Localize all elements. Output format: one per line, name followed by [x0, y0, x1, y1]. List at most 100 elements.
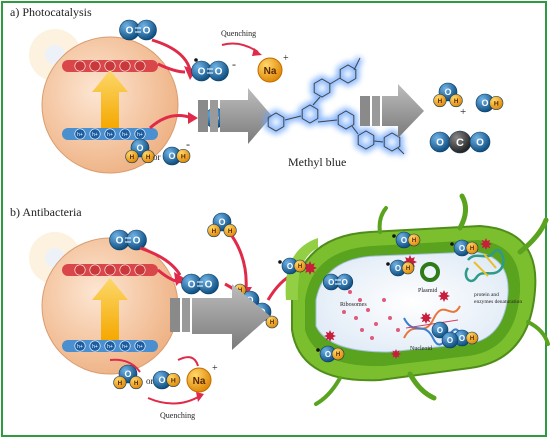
svg-text:O: O	[328, 278, 334, 287]
oxygen-atom: O	[336, 273, 354, 291]
oxygen-atom: O	[429, 131, 451, 153]
oxygen-atom: O	[469, 131, 491, 153]
svg-text:H: H	[181, 153, 186, 160]
hydrogen-atom: H	[489, 95, 504, 111]
radical-dot	[316, 348, 320, 352]
svg-text:O: O	[395, 264, 401, 273]
hydrogen-atom: H	[465, 331, 479, 345]
methyl-blue-molecule	[264, 56, 407, 157]
hydrogen-atom: H	[141, 149, 155, 164]
radical-dot	[450, 242, 454, 246]
svg-text:H: H	[134, 380, 139, 387]
hydrogen-atom: H	[433, 93, 447, 108]
svg-text:O: O	[143, 26, 151, 37]
svg-text:H: H	[412, 238, 416, 244]
svg-text:O: O	[188, 280, 196, 291]
red-arrow-icon	[157, 268, 183, 284]
or-label-a: or	[153, 152, 161, 162]
radical-dot	[392, 234, 396, 238]
svg-text:H: H	[270, 320, 274, 326]
svg-text:O: O	[126, 26, 134, 37]
svg-text:O: O	[198, 67, 206, 78]
svg-text:O: O	[205, 280, 213, 291]
svg-text:H: H	[470, 246, 474, 252]
hole-dots-a: h+h+h+h+h+	[74, 128, 146, 140]
svg-text:H: H	[228, 228, 233, 235]
hydrogen-atom: H	[449, 93, 463, 108]
oxygen-atom: O	[126, 229, 147, 251]
svg-text:h+: h+	[122, 344, 128, 350]
plasmid-ring-icon	[420, 262, 440, 282]
hydrogen-atom: H	[465, 241, 479, 255]
svg-text:h+: h+	[137, 344, 143, 350]
hydrogen-atom: H	[113, 375, 127, 390]
red-arrow-icon	[230, 235, 248, 291]
hole-dots-b: h+h+h+h+h+	[74, 340, 146, 352]
svg-text:O: O	[481, 98, 488, 108]
carbon-atom: C	[448, 130, 472, 154]
red-arrow-icon	[157, 62, 186, 74]
hydrogen-atom: H	[166, 372, 181, 388]
svg-text:O: O	[476, 138, 484, 149]
gray-arrow-icon	[360, 84, 424, 138]
hydrogen-atom: H	[401, 261, 415, 275]
hydroxide-charge: -	[186, 137, 190, 151]
quenching-arrow-icon	[147, 395, 201, 405]
svg-text:O: O	[116, 236, 124, 247]
svg-text:H: H	[336, 352, 340, 358]
dye-label: Methyl blue	[288, 155, 346, 169]
arrow-head-icon	[188, 112, 198, 124]
hydrogen-atom: H	[176, 148, 191, 164]
or-label-b: or	[146, 376, 154, 386]
oxygen-atom: O	[136, 19, 157, 41]
svg-text:O: O	[133, 236, 141, 247]
hydrogen-atom: H	[207, 223, 221, 238]
protein-structure-icon	[464, 248, 505, 283]
svg-text:O: O	[124, 369, 131, 379]
hydrogen-atom: H	[407, 233, 421, 247]
panel-a-label: a) Photocatalysis	[10, 5, 92, 19]
sodium-charge: +	[283, 53, 289, 64]
svg-text:H: H	[438, 98, 443, 105]
svg-text:H: H	[298, 264, 302, 270]
svg-text:H: H	[454, 98, 459, 105]
svg-text:h+: h+	[122, 132, 128, 138]
quenching-arrow-icon	[221, 42, 259, 53]
electron-dots-b	[74, 264, 146, 276]
red-arrow-icon	[151, 38, 192, 71]
superoxide-charge: -	[232, 57, 236, 71]
sodium-symbol: Na	[264, 66, 277, 77]
svg-text:O: O	[444, 87, 451, 97]
svg-text:H: H	[406, 266, 410, 272]
sodium-ion-a: Na +	[257, 53, 289, 83]
radical-dot	[194, 58, 198, 62]
svg-text:h+: h+	[137, 132, 143, 138]
sodium-charge: +	[212, 363, 218, 374]
oxygen-atom: O	[441, 331, 459, 349]
sodium-symbol: Na	[193, 376, 206, 387]
quenching-label-a: Quenching	[221, 29, 256, 38]
oxygen-atom: O	[475, 93, 495, 113]
excitation-arrow-icon	[92, 278, 128, 340]
svg-text:H: H	[171, 377, 176, 384]
arrow-head-icon	[196, 392, 204, 402]
svg-text:O: O	[215, 67, 223, 78]
svg-text:O: O	[436, 138, 444, 149]
photocatalyst-particle-b	[41, 237, 179, 375]
hydrogen-atom: H	[293, 259, 307, 273]
plasmid-label: Plasmid	[418, 288, 437, 294]
arrow-head-icon	[252, 48, 262, 56]
oxygen-atom: O	[198, 273, 219, 295]
oxygen-atom: O	[453, 239, 471, 257]
hydrogen-atom: H	[129, 375, 143, 390]
svg-text:O: O	[168, 151, 175, 161]
svg-text:O: O	[459, 334, 465, 343]
oxygen-atom: O	[191, 60, 212, 82]
